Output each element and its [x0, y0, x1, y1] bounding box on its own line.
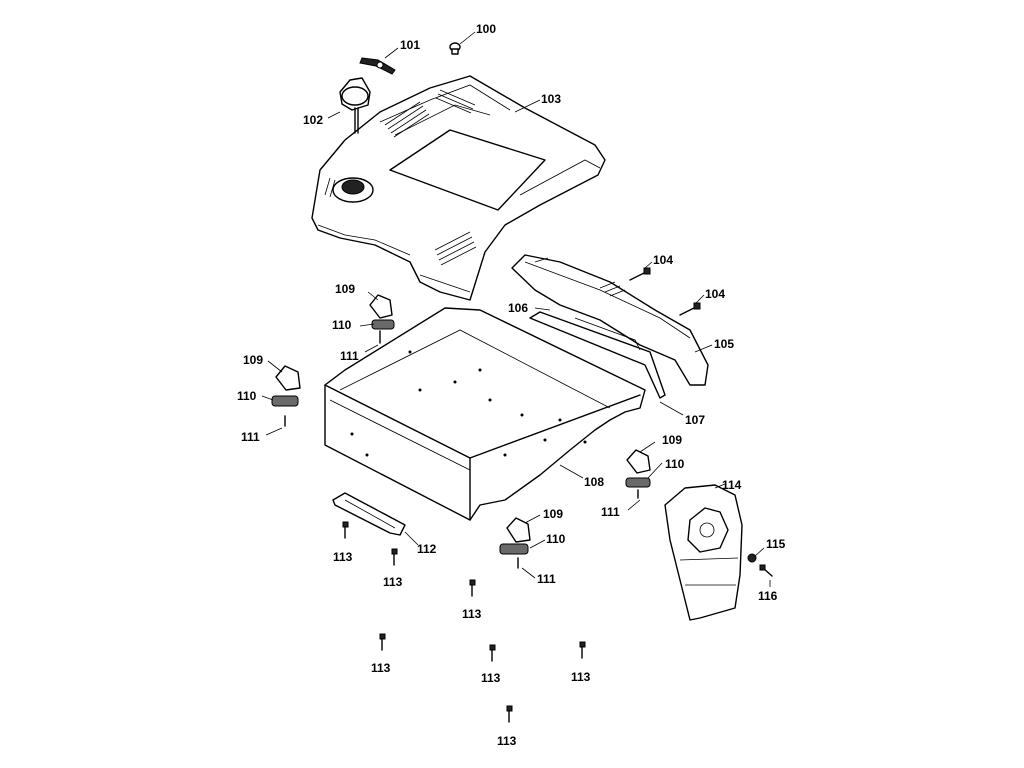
part-102-filler-cap	[339, 77, 371, 134]
nut-115	[747, 553, 757, 563]
leader-lines	[261, 31, 771, 587]
label-107: 107	[685, 413, 705, 427]
label-114: 114	[722, 478, 742, 492]
label-111-d: 111	[537, 572, 556, 586]
label-113-e: 113	[481, 671, 501, 685]
label-110-b: 110	[237, 389, 257, 403]
part-106-rail	[529, 311, 666, 399]
mount-assembly-b	[271, 365, 301, 427]
label-113-f: 113	[571, 670, 591, 684]
label-110-a: 110	[332, 318, 352, 332]
label-106: 106	[508, 301, 528, 315]
part-101-plate	[359, 57, 396, 75]
part-103-hood	[311, 75, 606, 301]
mount-assembly-d	[499, 517, 531, 569]
label-103: 103	[541, 92, 561, 106]
label-109-a: 109	[335, 282, 355, 296]
label-110-c: 110	[665, 457, 685, 471]
label-111-a: 111	[340, 349, 359, 363]
label-113-a: 113	[333, 550, 353, 564]
label-102: 102	[303, 113, 323, 127]
label-109-c: 109	[662, 433, 682, 447]
label-101: 101	[400, 38, 420, 52]
part-100-knob	[449, 42, 461, 55]
label-104-a: 104	[653, 253, 673, 267]
mount-assembly-c	[625, 449, 651, 499]
mount-assembly-a	[369, 294, 395, 344]
label-104-b: 104	[705, 287, 725, 301]
label-116: 116	[758, 589, 778, 603]
label-113-b: 113	[383, 575, 403, 589]
part-105-cover	[511, 254, 709, 386]
label-108: 108	[584, 475, 604, 489]
label-115: 115	[766, 537, 786, 551]
bolt-104-b	[679, 302, 701, 316]
label-112: 112	[417, 542, 437, 556]
label-109-b: 109	[243, 353, 263, 367]
bolt-113-set	[342, 521, 586, 723]
label-113-g: 113	[497, 734, 517, 748]
label-105: 105	[714, 337, 734, 351]
part-114-rear-guard	[664, 484, 743, 621]
part-labels: 100 101 102 103 104 104 105 106 107 108 …	[237, 22, 786, 748]
label-113-d: 113	[371, 661, 391, 675]
label-111-c: 111	[601, 505, 620, 519]
label-111-b: 111	[241, 430, 260, 444]
bolt-116	[759, 564, 773, 577]
label-110-d: 110	[546, 532, 566, 546]
bolt-104-a	[629, 267, 651, 281]
label-109-d: 109	[543, 507, 563, 521]
part-112-bracket	[332, 492, 406, 536]
label-100: 100	[476, 22, 496, 36]
label-113-c: 113	[462, 607, 482, 621]
part-108-base-frame	[324, 307, 646, 521]
